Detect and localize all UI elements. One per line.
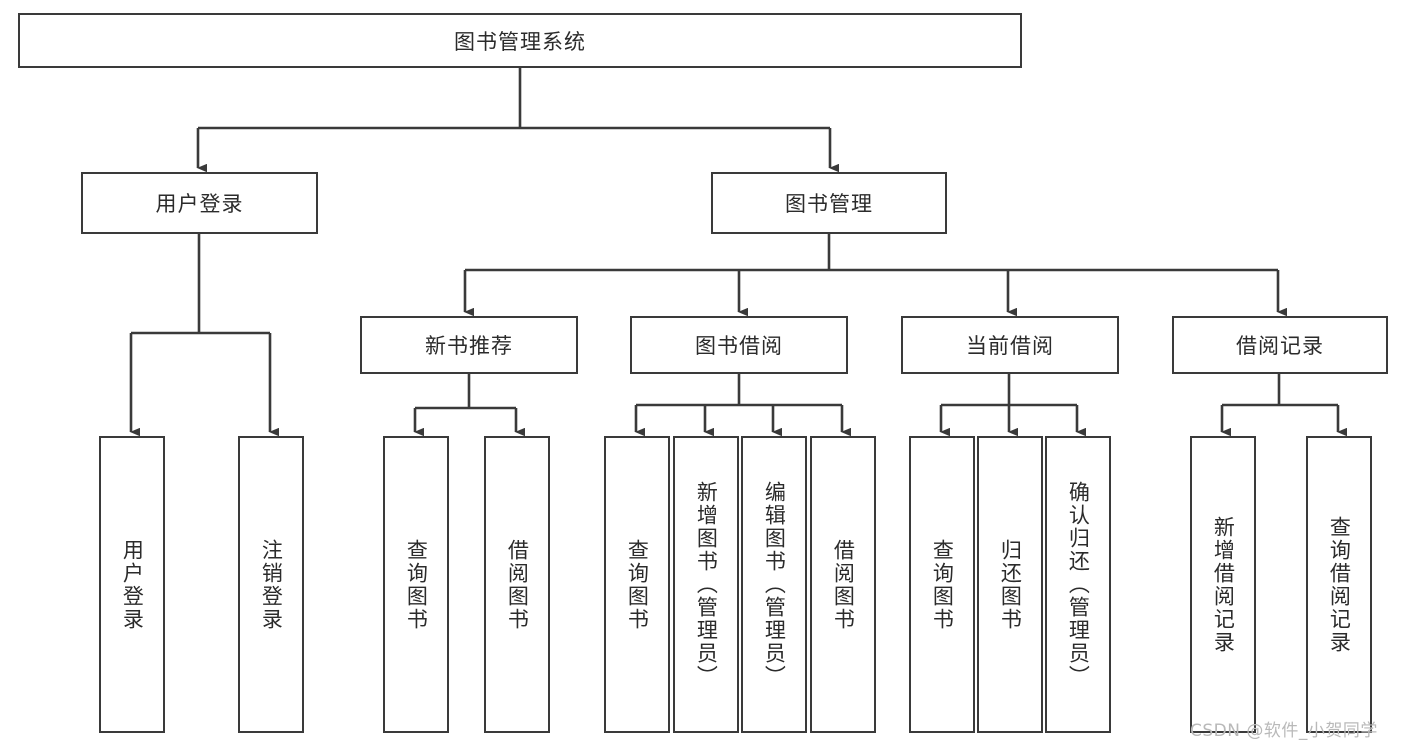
node-current-borrow[interactable]: 当前借阅 (901, 316, 1119, 374)
leaf-book-borrow-query[interactable]: 查询图书 (604, 436, 670, 733)
leaf-current-borrow-confirm[interactable]: 确认归还（管理员） (1045, 436, 1111, 733)
node-book-borrow[interactable]: 图书借阅 (630, 316, 848, 374)
leaf-label: 归还图书 (998, 538, 1023, 631)
leaf-label: 编辑图书（管理员） (762, 481, 787, 688)
leaf-user-login-signout[interactable]: 注销登录 (238, 436, 304, 733)
leaf-current-borrow-return[interactable]: 归还图书 (977, 436, 1043, 733)
leaf-label: 查询借阅记录 (1327, 515, 1352, 654)
node-root-label: 图书管理系统 (454, 29, 586, 54)
leaf-new-book-query[interactable]: 查询图书 (383, 436, 449, 733)
node-user-login-label: 用户登录 (155, 192, 244, 216)
leaf-new-book-borrow[interactable]: 借阅图书 (484, 436, 550, 733)
leaf-label: 查询图书 (930, 538, 955, 631)
leaf-label: 查询图书 (404, 538, 429, 631)
node-book-borrow-label: 图书借阅 (695, 334, 783, 358)
node-book-management[interactable]: 图书管理 (711, 172, 947, 234)
leaf-label: 新增借阅记录 (1211, 515, 1236, 654)
leaf-label: 查询图书 (625, 538, 650, 631)
node-borrow-record-label: 借阅记录 (1236, 334, 1324, 358)
node-user-login[interactable]: 用户登录 (81, 172, 318, 234)
leaf-book-borrow-add[interactable]: 新增图书（管理员） (673, 436, 739, 733)
leaf-current-borrow-query[interactable]: 查询图书 (909, 436, 975, 733)
leaf-book-borrow-lend[interactable]: 借阅图书 (810, 436, 876, 733)
node-book-management-label: 图书管理 (785, 192, 873, 216)
leaf-label: 用户登录 (120, 538, 145, 631)
leaf-label: 借阅图书 (831, 538, 856, 631)
leaf-label: 注销登录 (259, 538, 284, 631)
node-new-book-recommend-label: 新书推荐 (425, 334, 513, 358)
node-new-book-recommend[interactable]: 新书推荐 (360, 316, 578, 374)
leaf-label: 确认归还（管理员） (1066, 481, 1091, 688)
leaf-label: 借阅图书 (505, 538, 530, 631)
leaf-borrow-record-add[interactable]: 新增借阅记录 (1190, 436, 1256, 733)
leaf-borrow-record-query[interactable]: 查询借阅记录 (1306, 436, 1372, 733)
leaf-user-login-signin[interactable]: 用户登录 (99, 436, 165, 733)
leaf-label: 新增图书（管理员） (694, 481, 719, 688)
leaf-book-borrow-edit[interactable]: 编辑图书（管理员） (741, 436, 807, 733)
node-borrow-record[interactable]: 借阅记录 (1172, 316, 1388, 374)
csdn-watermark: CSDN @软件_小贺同学 (1190, 721, 1378, 741)
node-root[interactable]: 图书管理系统 (18, 13, 1022, 68)
node-current-borrow-label: 当前借阅 (966, 334, 1054, 358)
